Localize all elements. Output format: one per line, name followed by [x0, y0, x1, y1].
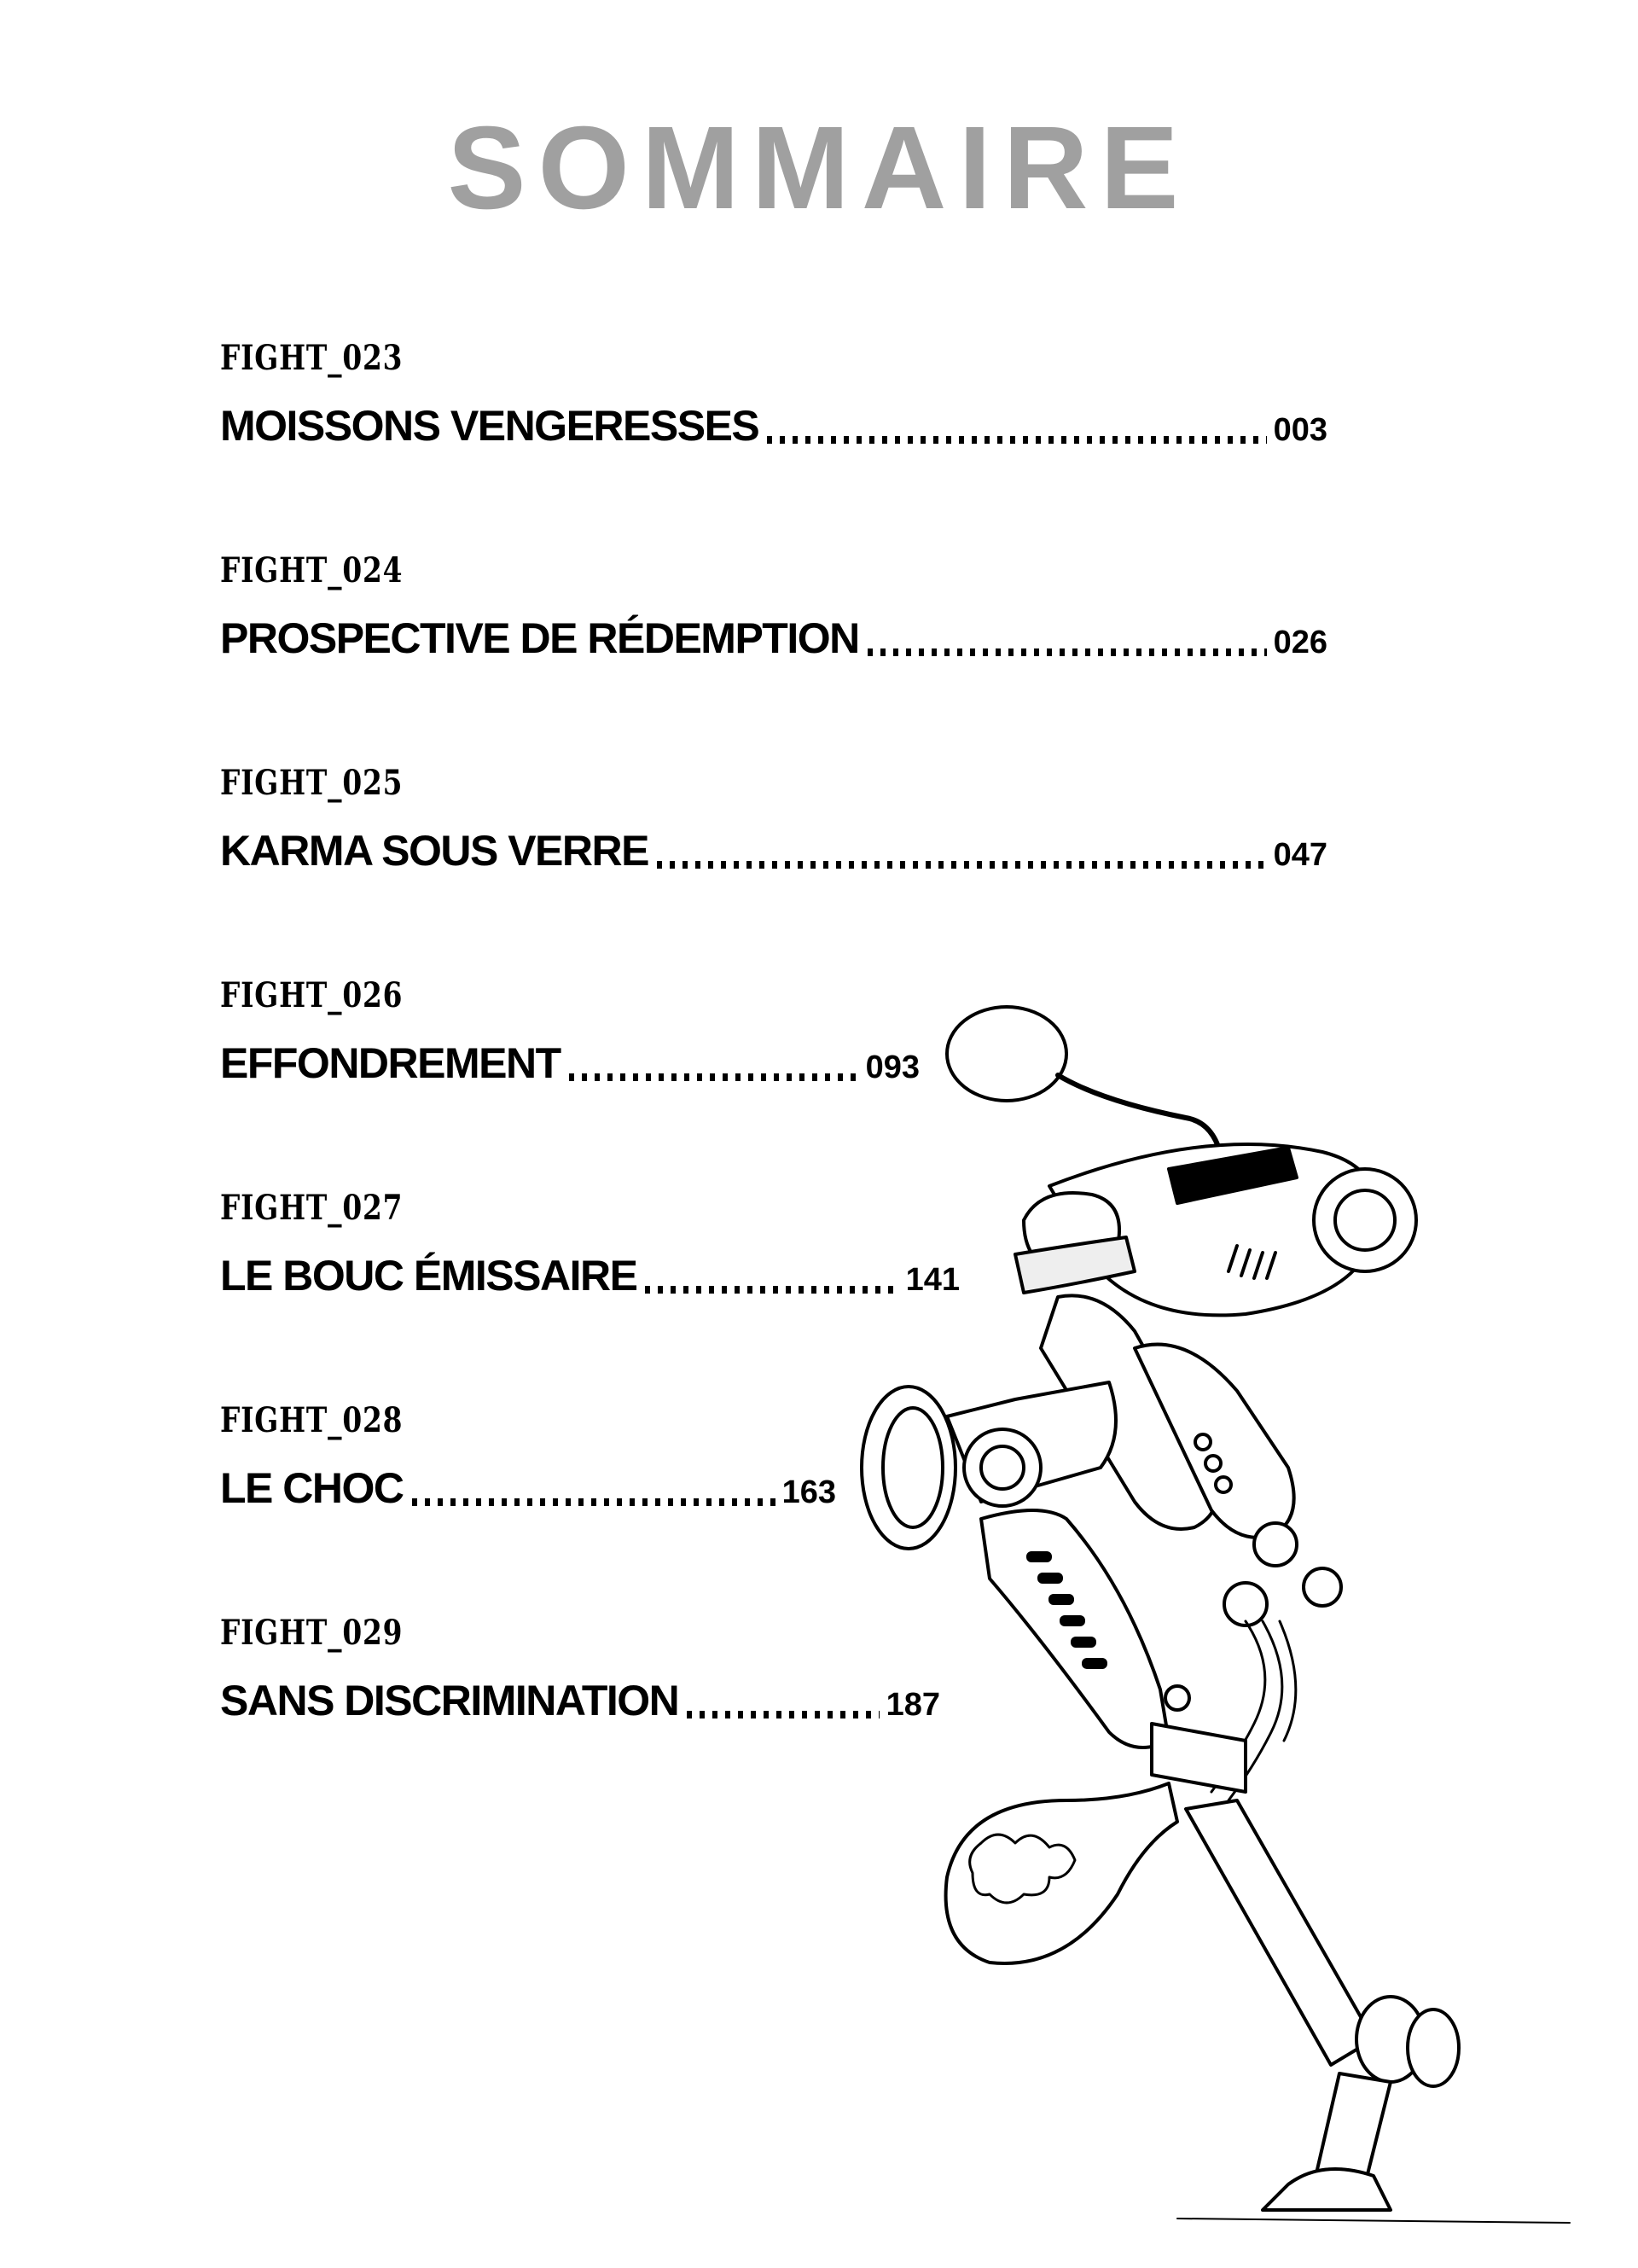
toc-entry[interactable]: FIGHT_025 KARMA SOUS VERRE 047	[220, 763, 1327, 875]
page-number: 003	[1273, 412, 1327, 448]
chapter-title: PROSPECTIVE DE RÉDEMPTION	[220, 614, 860, 662]
toc-entry[interactable]: FIGHT_029 SANS DISCRIMINATION 187	[220, 1613, 940, 1724]
dot-leader	[687, 1711, 880, 1718]
chapter-number: FIGHT_023	[220, 338, 404, 378]
chapter-number: FIGHT_029	[220, 1613, 404, 1653]
page-title: SOMMAIRE	[447, 102, 1191, 234]
chapter-title: KARMA SOUS VERRE	[220, 827, 649, 875]
dot-leader	[645, 1286, 899, 1294]
dot-leader	[867, 648, 1267, 656]
chapter-title: LE BOUC ÉMISSAIRE	[220, 1252, 638, 1300]
chapter-number: FIGHT_027	[220, 1188, 404, 1228]
dot-leader	[568, 1073, 859, 1081]
toc-entry[interactable]: FIGHT_027 LE BOUC ÉMISSAIRE 141	[220, 1188, 960, 1300]
page-number: 047	[1273, 837, 1327, 873]
page-number: 187	[886, 1687, 940, 1723]
robot-illustration	[860, 1005, 1571, 2224]
page-number: 026	[1273, 625, 1327, 660]
toc-entry[interactable]: FIGHT_023 MOISSONS VENGERESSES 003	[220, 338, 1327, 450]
page-number: 141	[905, 1262, 960, 1298]
page-number: 093	[865, 1050, 920, 1085]
chapter-title: EFFONDREMENT	[220, 1039, 561, 1087]
chapter-number: FIGHT_024	[220, 550, 404, 590]
chapter-number: FIGHT_025	[220, 763, 404, 803]
chapter-title: LE CHOC	[220, 1464, 404, 1512]
dot-leader	[767, 436, 1267, 444]
chapter-number: FIGHT_026	[220, 975, 404, 1015]
chapter-number: FIGHT_028	[220, 1400, 404, 1440]
dot-leader	[411, 1498, 775, 1506]
chapter-title: MOISSONS VENGERESSES	[220, 402, 760, 450]
chapter-title: SANS DISCRIMINATION	[220, 1677, 680, 1724]
toc-entry[interactable]: FIGHT_028 LE CHOC 163	[220, 1400, 836, 1512]
mirror-shape	[945, 1005, 1068, 1102]
page-number: 163	[781, 1474, 836, 1510]
dot-leader	[656, 861, 1267, 869]
